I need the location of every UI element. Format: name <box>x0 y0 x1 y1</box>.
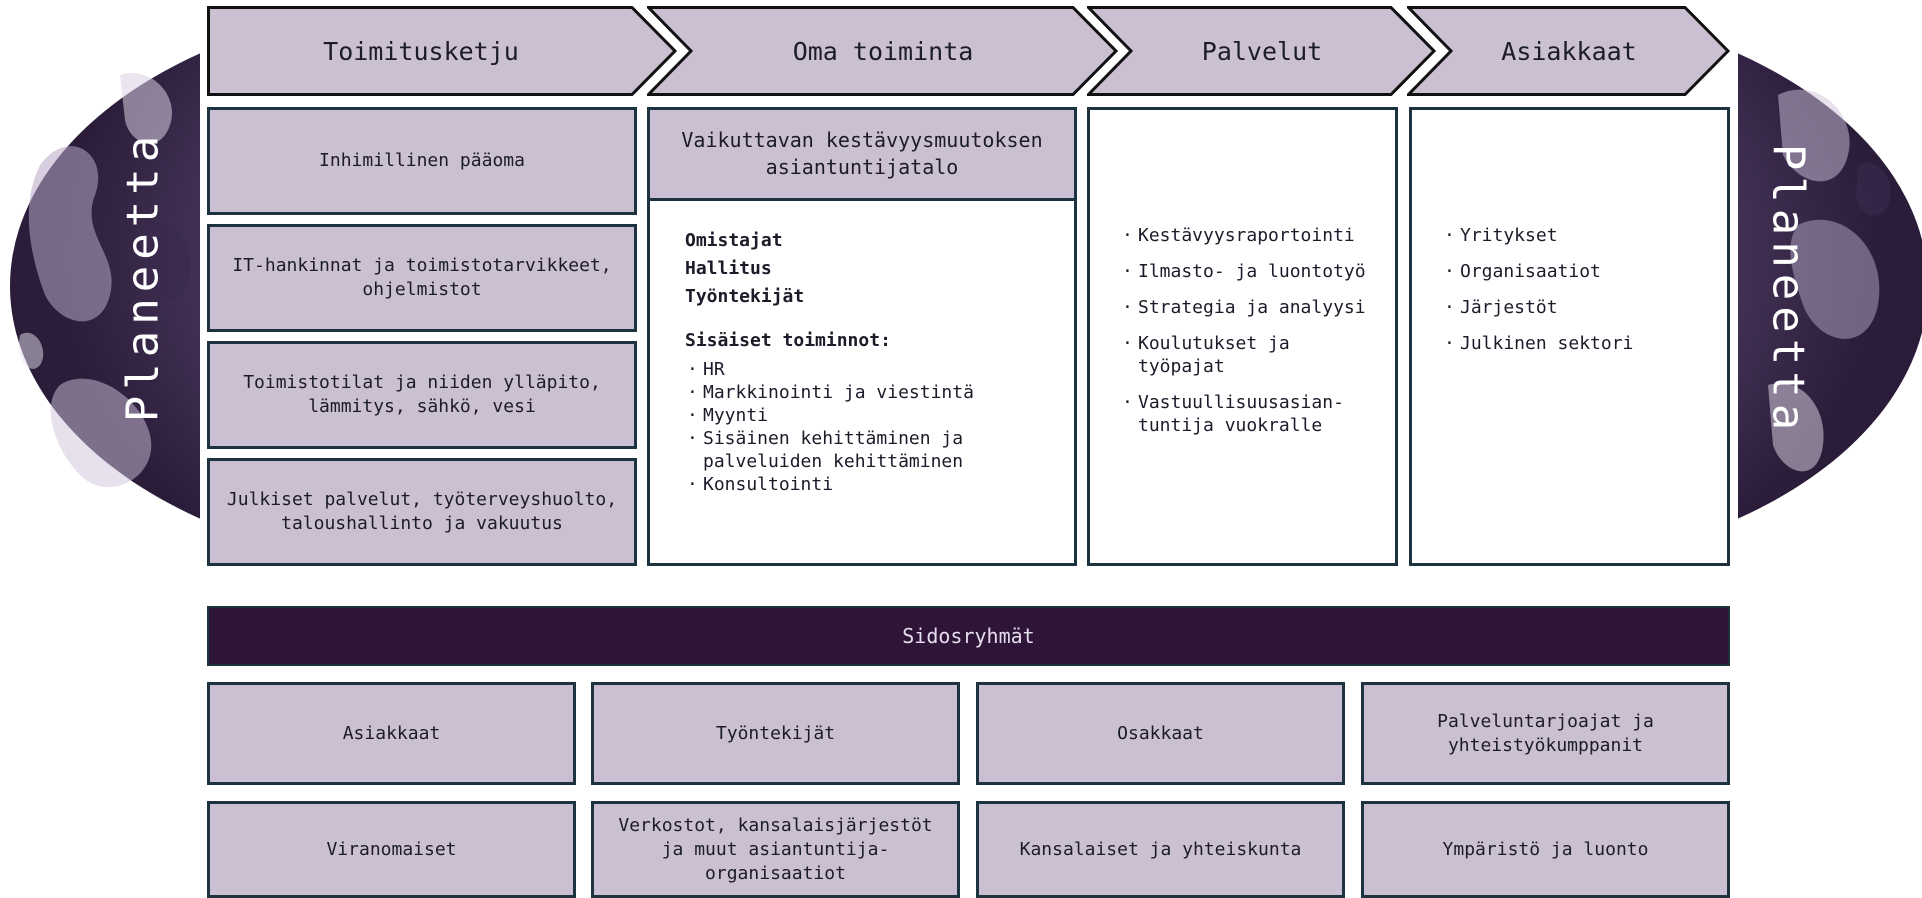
stakeholder-text: Kansalaiset ja yhteiskunta <box>1019 838 1302 860</box>
chevron-label: Palvelut <box>1201 36 1323 66</box>
planet-right-graphic <box>1738 5 1922 567</box>
chevron-asiakkaat: Asiakkaat <box>1407 6 1731 96</box>
supply-chain-text: Julkiset palvelut, työterveyshuolto, tal… <box>226 489 618 534</box>
list-item: Kestävyysraportointi <box>1120 224 1380 247</box>
stakeholder-box: Ympäristö ja luonto <box>1361 801 1730 898</box>
oma-toiminta-body: Omistajat Hallitus Työntekijät Sisäiset … <box>650 201 1074 496</box>
supply-chain-text: Inhimillinen pääoma <box>319 150 525 171</box>
list-item: Strategia ja analyysi <box>1120 296 1380 319</box>
oma-toiminta-header: Vaikuttavan kestävyysmuutoksen asiantunt… <box>650 110 1074 201</box>
supply-chain-text: IT-hankinnat ja toimistotarvikkeet, ohje… <box>232 255 612 300</box>
list-item: Markkinointi ja viestintä <box>685 381 1015 404</box>
supply-chain-box: Julkiset palvelut, työterveyshuolto, tal… <box>207 458 637 566</box>
list-item: Myynti <box>685 404 1015 427</box>
supply-chain-box: Toimistotilat ja niiden ylläpito, lämmit… <box>207 341 637 449</box>
list-item: Koulutukset ja työpajat <box>1120 332 1318 378</box>
stakeholder-text: Ympäristö ja luonto <box>1442 838 1649 860</box>
planet-label-right: Planeetta <box>1762 143 1814 437</box>
chevron-label: Asiakkaat <box>1501 36 1637 66</box>
supply-chain-box: Inhimillinen pääoma <box>207 107 637 215</box>
customers-box: Yritykset Organisaatiot Järjestöt Julkin… <box>1409 107 1730 566</box>
services-box: Kestävyysraportointi Ilmasto- ja luontot… <box>1087 107 1398 566</box>
list-item: Ilmasto- ja luontotyö <box>1120 260 1380 283</box>
role-board: Hallitus <box>685 258 772 279</box>
customers-list: Yritykset Organisaatiot Järjestöt Julkin… <box>1442 224 1712 355</box>
stakeholder-text: Asiakkaat <box>342 722 441 744</box>
oma-toiminta-header-text: Vaikuttavan kestävyysmuutoksen asiantunt… <box>681 128 1043 179</box>
list-item: Yritykset <box>1442 224 1712 247</box>
stakeholders-bar: Sidosryhmät <box>207 606 1730 666</box>
oma-toiminta-box: Vaikuttavan kestävyysmuutoksen asiantunt… <box>647 107 1077 566</box>
stakeholder-box: Palveluntarjoajat ja yhteistyökumppanit <box>1361 682 1730 785</box>
list-item: Konsultointi <box>685 473 1015 496</box>
list-item: Organisaatiot <box>1442 260 1712 283</box>
stakeholder-box: Viranomaiset <box>207 801 576 898</box>
stakeholder-box: Kansalaiset ja yhteiskunta <box>976 801 1345 898</box>
planet-left-graphic <box>0 5 200 567</box>
list-item: Julkinen sektori <box>1442 332 1712 355</box>
stakeholder-box: Osakkaat <box>976 682 1345 785</box>
supply-chain-text: Toimistotilat ja niiden ylläpito, lämmit… <box>243 372 601 417</box>
stakeholder-box: Työntekijät <box>591 682 960 785</box>
stakeholder-text: Viranomaiset <box>326 838 457 860</box>
list-item: Sisäinen kehittäminen ja palveluiden keh… <box>685 427 1015 473</box>
chevron-palvelut: Palvelut <box>1087 6 1437 96</box>
supply-chain-box: IT-hankinnat ja toimistotarvikkeet, ohje… <box>207 224 637 332</box>
stakeholder-text: Palveluntarjoajat ja yhteistyökumppanit <box>1437 710 1654 756</box>
stakeholder-text: Verkostot, kansalaisjärjestöt ja muut as… <box>618 814 933 884</box>
stakeholder-text: Työntekijät <box>715 722 836 744</box>
stakeholder-box: Asiakkaat <box>207 682 576 785</box>
stakeholder-text: Osakkaat <box>1117 722 1204 744</box>
role-owners: Omistajat <box>685 230 783 251</box>
planet-label-left: Planeetta <box>117 129 169 423</box>
chevron-oma-toiminta: Oma toiminta <box>647 6 1119 96</box>
stakeholders-title: Sidosryhmät <box>902 624 1035 648</box>
services-list: Kestävyysraportointi Ilmasto- ja luontot… <box>1120 224 1380 437</box>
chevron-label: Toimitusketju <box>323 36 519 66</box>
list-item: HR <box>685 358 1015 381</box>
stakeholder-box: Verkostot, kansalaisjärjestöt ja muut as… <box>591 801 960 898</box>
internal-functions-title: Sisäiset toiminnot: <box>685 330 891 351</box>
internal-functions-list: HR Markkinointi ja viestintä Myynti Sisä… <box>685 358 1015 496</box>
role-employees: Työntekijät <box>685 286 805 307</box>
chevron-toimitusketju: Toimitusketju <box>207 6 678 96</box>
chevron-label: Oma toiminta <box>792 36 974 66</box>
list-item: Järjestöt <box>1442 296 1712 319</box>
list-item: Vastuullisuusasian-tuntija vuokralle <box>1120 391 1348 437</box>
